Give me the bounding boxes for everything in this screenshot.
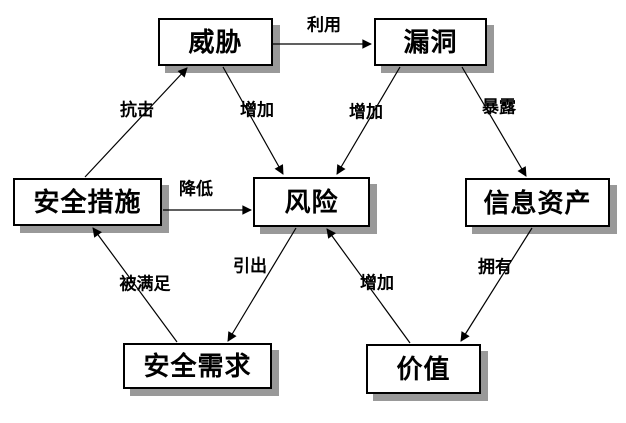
edge-label-exploit: 利用: [307, 15, 341, 35]
edge-lead-to-line: [227, 227, 297, 342]
node-label-security-requirements: 安全需求: [143, 351, 252, 381]
node-label-value: 价值: [396, 354, 451, 384]
node-label-risk: 风险: [284, 187, 339, 217]
node-label-vulnerability: 漏洞: [403, 27, 458, 57]
node-security-measures: 安全措施: [13, 178, 162, 226]
edge-increase-threat-risk-line: [222, 66, 284, 175]
node-security-requirements: 安全需求: [123, 343, 272, 389]
edge-label-possess: 拥有: [478, 257, 512, 277]
node-risk: 风险: [253, 177, 370, 227]
edge-expose-line: [461, 66, 527, 177]
edge-label-increase-threat-risk: 增加: [240, 100, 274, 120]
node-vulnerability: 漏洞: [374, 18, 487, 66]
node-label-information-assets: 信息资产: [483, 187, 592, 218]
edge-resist-line: [84, 67, 188, 178]
node-label-security-measures: 安全措施: [33, 187, 142, 217]
edge-label-increase-value-risk: 增加: [360, 273, 394, 293]
edge-label-expose: 暴露: [482, 97, 516, 117]
node-threat: 威胁: [158, 18, 273, 66]
edge-label-satisfied-by: 被满足: [119, 274, 171, 294]
node-information-assets: 信息资产: [465, 178, 610, 227]
edge-label-reduce: 降低: [179, 179, 213, 199]
edge-possess-line: [460, 227, 533, 342]
edge-label-increase-vuln-risk: 增加: [349, 102, 383, 122]
node-value: 价值: [366, 344, 481, 394]
edge-label-resist: 抗击: [120, 100, 154, 120]
edge-label-lead-to: 引出: [233, 256, 267, 276]
node-label-threat: 威胁: [188, 27, 243, 57]
